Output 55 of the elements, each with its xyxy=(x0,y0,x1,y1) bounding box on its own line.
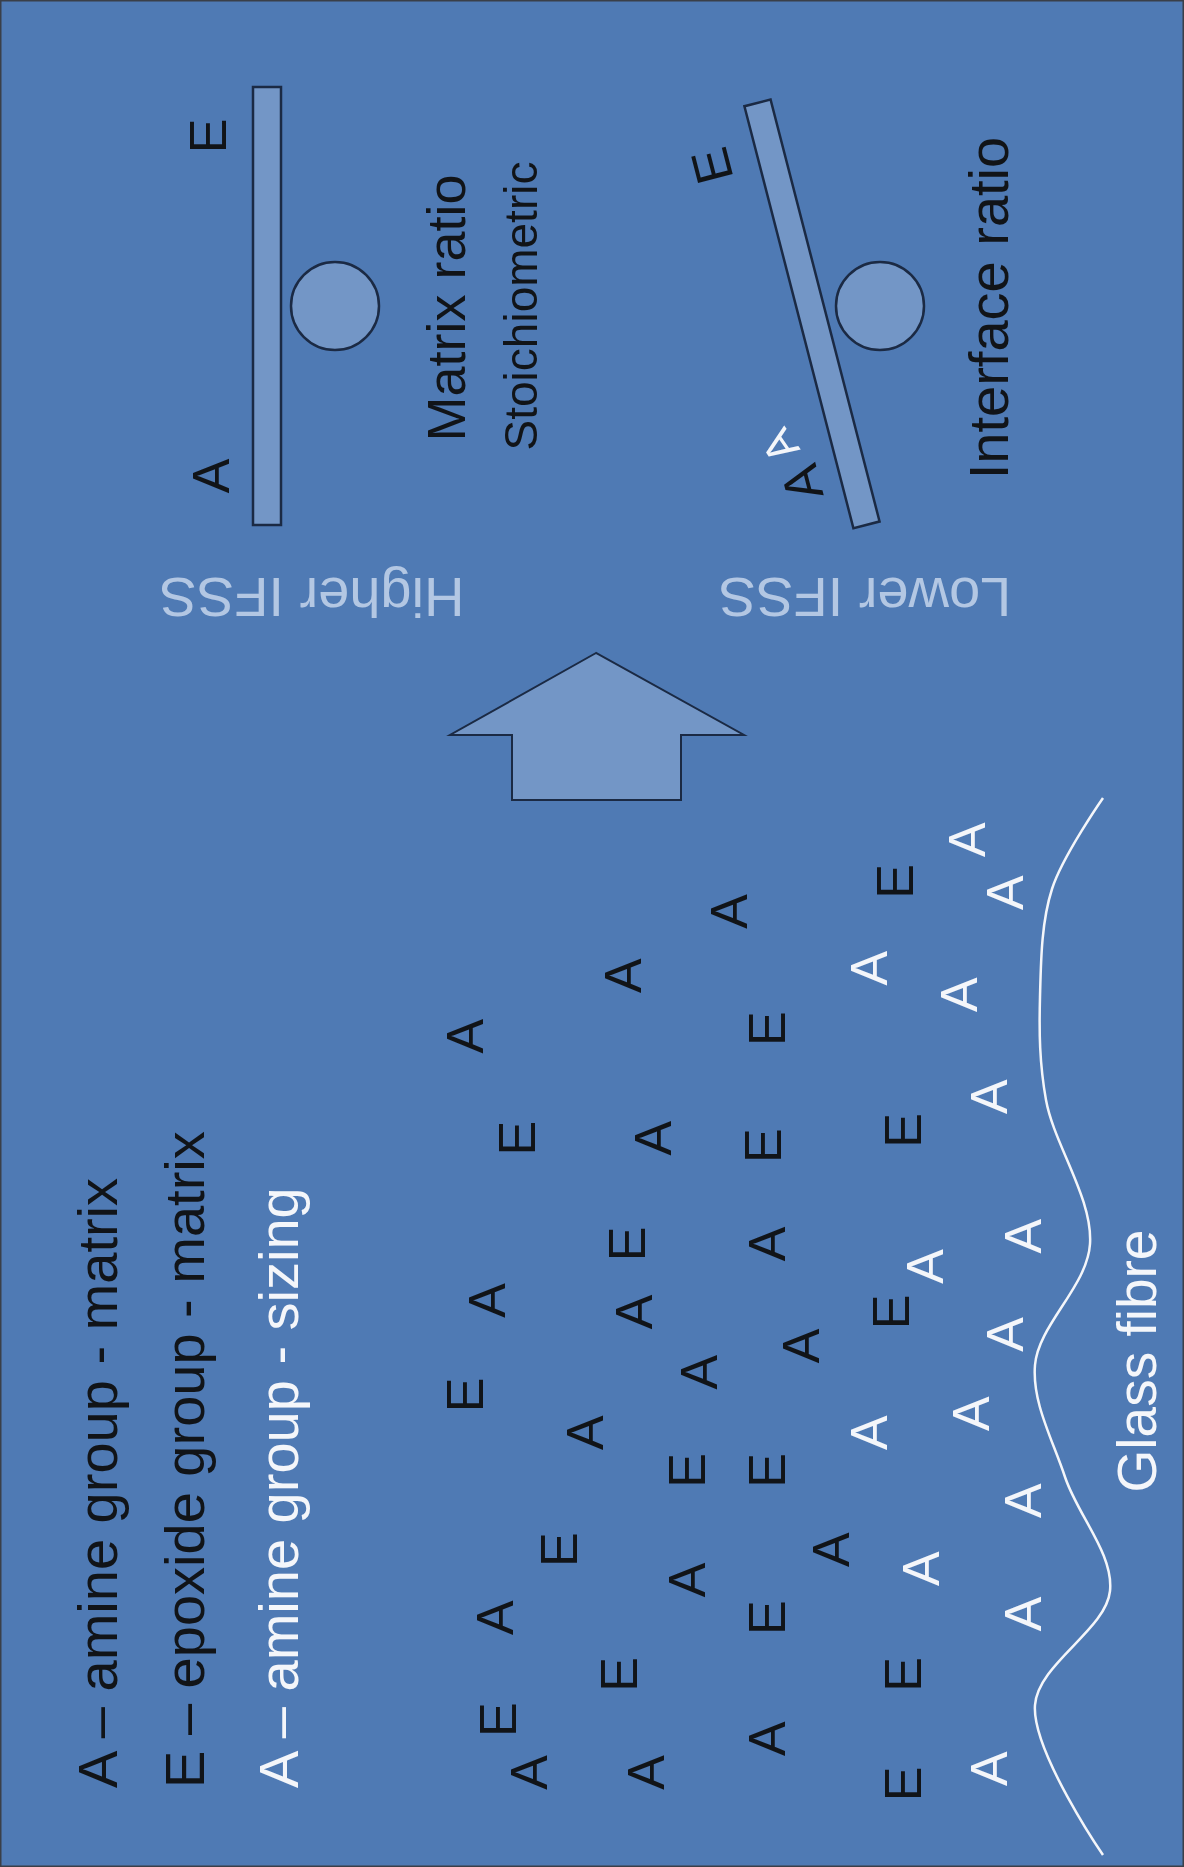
group-letter: A xyxy=(997,1483,1050,1518)
group-letter: A xyxy=(608,1294,661,1330)
group-letter: A xyxy=(702,894,755,929)
ifss-label: Lower IFSS xyxy=(718,569,1012,625)
group-letter: A xyxy=(842,1415,895,1450)
group-letter: E xyxy=(740,1600,793,1636)
group-letter: A xyxy=(461,1283,514,1318)
group-letter: E xyxy=(876,1657,929,1692)
group-letter: A xyxy=(804,1532,857,1568)
group-letter: E xyxy=(532,1532,585,1568)
group-letter: A xyxy=(740,1721,793,1756)
group-letter: A xyxy=(502,1755,555,1790)
group-letter: A xyxy=(997,1596,1050,1632)
group-letter: A xyxy=(933,977,986,1012)
group-letter: E xyxy=(736,1128,789,1163)
group-letter: A xyxy=(978,1317,1031,1352)
group-letter: E xyxy=(876,1766,929,1802)
group-letter: E xyxy=(438,1377,491,1413)
group-letter: A xyxy=(468,1600,521,1636)
group-letter: A xyxy=(438,1018,491,1054)
ratio-label: Matrix ratio xyxy=(419,174,473,442)
group-letter: E xyxy=(740,1011,793,1046)
group-letter: E xyxy=(661,1453,714,1488)
group-letter: A xyxy=(895,1551,948,1586)
group-letter: A xyxy=(772,459,832,507)
group-letter: A xyxy=(740,1226,793,1262)
group-letter: E xyxy=(682,142,742,190)
group-letter: A xyxy=(978,875,1031,910)
group-letter: A xyxy=(997,1218,1050,1254)
group-letter: E xyxy=(869,863,921,899)
group-letter: A xyxy=(963,1079,1016,1114)
group-letter: A xyxy=(774,1328,827,1364)
group-letter: A xyxy=(940,822,993,858)
group-letter: E xyxy=(472,1702,525,1737)
group-letter: E xyxy=(491,1120,544,1156)
group-letter: E xyxy=(876,1113,929,1148)
group-letter: A xyxy=(672,1354,725,1390)
group-letter: E xyxy=(182,118,234,154)
glass-fibre-label: Glass fibre xyxy=(1109,1229,1165,1493)
group-letter: A xyxy=(842,950,895,986)
group-letter: A xyxy=(899,1249,952,1284)
group-letter: A xyxy=(559,1415,612,1450)
group-letter: A xyxy=(661,1562,714,1598)
group-letter: A xyxy=(963,1751,1016,1787)
ratio-label: Interface ratio xyxy=(961,136,1017,480)
group-letter: A xyxy=(185,458,237,494)
group-letter: E xyxy=(865,1294,918,1330)
group-letter: A xyxy=(944,1396,997,1432)
ratio-label: Stoichiometric xyxy=(498,161,544,451)
group-letter: A xyxy=(619,1755,672,1790)
group-letter: E xyxy=(593,1657,646,1692)
group-letter: A xyxy=(627,1120,680,1156)
group-letter: A xyxy=(597,958,650,994)
group-letter: E xyxy=(740,1453,793,1488)
group-letter: E xyxy=(600,1226,653,1262)
